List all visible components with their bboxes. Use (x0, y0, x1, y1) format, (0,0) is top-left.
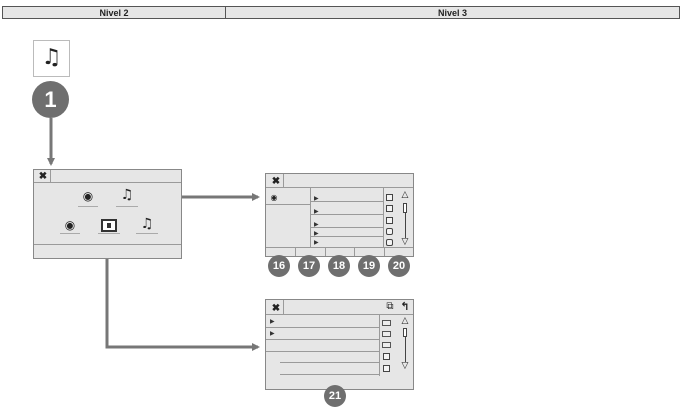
music-note-icon: ♫ (41, 45, 62, 70)
play-indicator-icon: ▶ (314, 209, 319, 215)
folder-list-panel: ✖ ⧉ ↰ ▶ ▶ △ ▽ (265, 299, 414, 390)
scroll-up-arrow-icon[interactable]: △ (401, 316, 409, 326)
callout-20-label: 20 (392, 260, 406, 272)
scroll-up-arrow-icon[interactable]: △ (401, 190, 409, 200)
folder-icon[interactable] (382, 331, 391, 337)
scrollbar-thumb[interactable] (403, 328, 407, 337)
step-1-badge: 1 (32, 81, 69, 118)
back-icon[interactable]: ↰ (400, 300, 410, 313)
play-indicator-icon: ▶ (314, 240, 319, 246)
callout-19-badge: 19 (358, 255, 380, 277)
option-checkbox[interactable] (383, 353, 390, 360)
option-checkbox[interactable] (386, 205, 393, 212)
callout-21-label: 21 (328, 390, 342, 402)
disc-icon: ◉ (270, 193, 278, 202)
callout-20-badge: 20 (388, 255, 410, 277)
level-3-title: Nivel 3 (437, 8, 468, 18)
level-2-menu-panel: ✖ ◉ ♫ ◉ ♫ (33, 169, 182, 259)
close-icon[interactable]: ✖ (271, 176, 281, 187)
folder-icon[interactable] (382, 320, 391, 326)
callout-18-badge: 18 (328, 255, 350, 277)
callout-16-badge: 16 (268, 255, 290, 277)
callout-17-label: 17 (302, 260, 316, 272)
level-2-title: Nivel 2 (99, 8, 129, 18)
play-indicator-icon: ▶ (314, 222, 319, 228)
option-checkbox[interactable] (386, 194, 393, 201)
play-indicator-icon: ▶ (270, 331, 275, 337)
play-indicator-icon: ▶ (314, 196, 319, 202)
callout-16-label: 16 (272, 260, 286, 272)
close-icon[interactable]: ✖ (271, 303, 281, 314)
music-list-panel: ✖ ◉ ▶ ▶ ▶ ▶ ▶ △ ▽ (265, 173, 414, 257)
play-indicator-icon: ▶ (314, 231, 319, 237)
media-device-icon[interactable] (101, 219, 117, 232)
option-checkbox[interactable] (386, 217, 393, 224)
option-checkbox[interactable] (383, 365, 390, 372)
music-note-icon[interactable]: ♫ (120, 187, 134, 203)
callout-18-label: 18 (332, 260, 346, 272)
copy-icon[interactable]: ⧉ (386, 301, 394, 312)
close-icon[interactable]: ✖ (38, 171, 48, 182)
play-indicator-icon: ▶ (270, 319, 275, 325)
step-1-label: 1 (44, 87, 57, 112)
scrollbar-thumb[interactable] (403, 203, 407, 213)
radio-icon[interactable]: ◉ (82, 189, 94, 203)
callout-17-badge: 17 (298, 255, 320, 277)
music-settings-icon[interactable]: ♫ (140, 216, 154, 232)
scroll-down-arrow-icon[interactable]: ▽ (401, 361, 409, 371)
arrow-device-to-folders (105, 237, 260, 351)
scroll-down-arrow-icon[interactable]: ▽ (401, 237, 409, 247)
callout-21-badge: 21 (324, 385, 346, 407)
level-3-header: Nivel 3 (225, 6, 680, 19)
radio-preset-icon[interactable]: ◉ (64, 218, 76, 232)
callout-19-label: 19 (362, 260, 376, 272)
music-source-tile[interactable]: ♫ (33, 40, 70, 77)
folder-icon[interactable] (382, 342, 391, 348)
option-toggle[interactable] (386, 239, 393, 246)
option-toggle[interactable] (386, 228, 393, 235)
